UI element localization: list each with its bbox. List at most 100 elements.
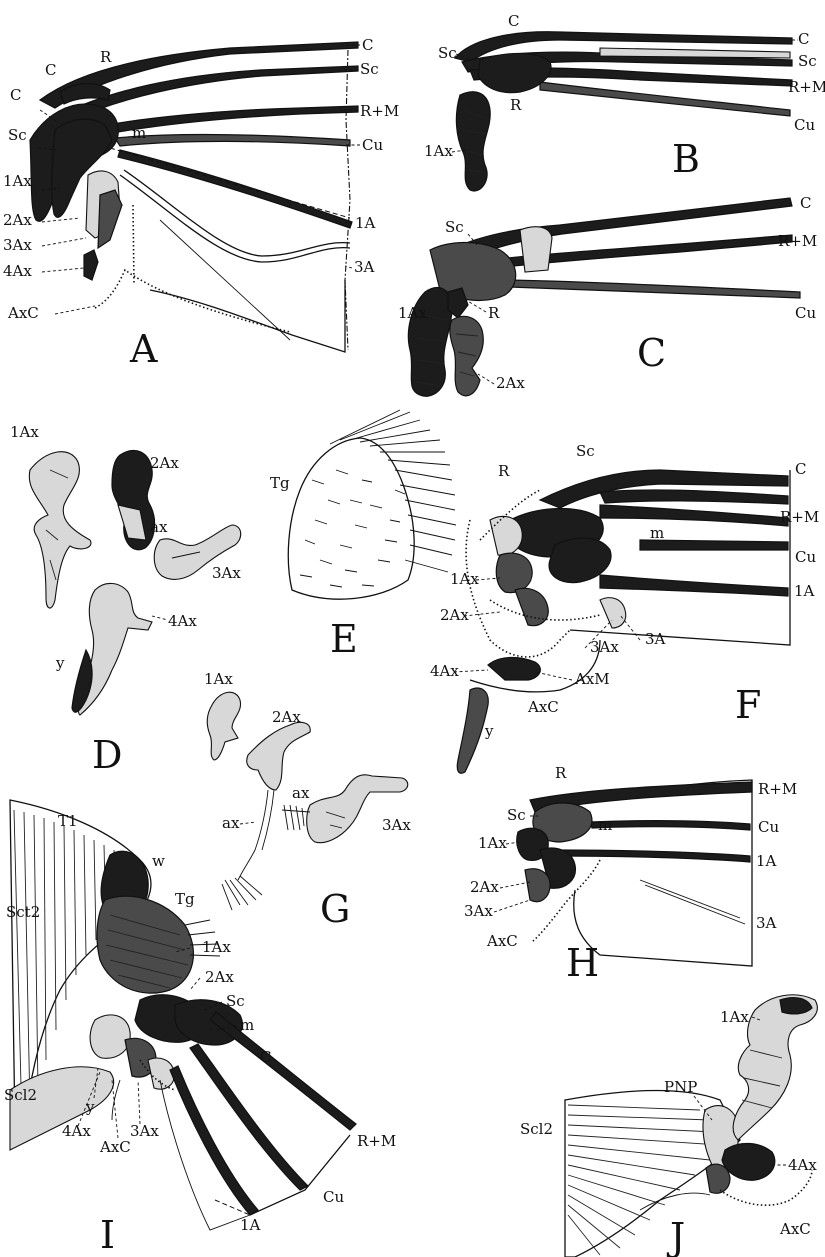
- panel-letter: A: [129, 327, 158, 371]
- label: 3Ax: [590, 638, 619, 656]
- label: C: [10, 86, 21, 104]
- label: 1Ax: [10, 423, 39, 441]
- label: 1Ax: [202, 938, 231, 956]
- panel-letter: G: [320, 887, 350, 931]
- label: 4Ax: [788, 1156, 817, 1174]
- label: 4Ax: [62, 1122, 91, 1140]
- label: C: [795, 460, 806, 478]
- label: y: [484, 722, 494, 740]
- label: Sc: [798, 52, 817, 70]
- label: Sc: [576, 442, 595, 460]
- label: 2Ax: [440, 606, 469, 624]
- label: 2Ax: [3, 211, 32, 229]
- label: R: [100, 48, 112, 66]
- label: 2Ax: [496, 374, 525, 392]
- panel-c-drawing: [408, 198, 800, 396]
- panel-g: 1Ax 2Ax ax ax 3Ax G: [204, 670, 411, 931]
- label: 3A: [756, 914, 777, 932]
- label: 3Ax: [382, 816, 411, 834]
- label: AxC: [7, 304, 39, 322]
- label: C: [45, 61, 56, 79]
- label: 3A: [645, 630, 666, 648]
- label: 1A: [794, 582, 815, 600]
- panel-a: C Sc R+M Cu 1A 3A R C C Sc m 1Ax 2Ax 3Ax…: [3, 36, 399, 371]
- label: Sc: [438, 44, 457, 62]
- label: 3Ax: [3, 236, 32, 254]
- panel-i-drawing: [10, 800, 356, 1230]
- label: Scl2: [4, 1086, 37, 1104]
- label: m: [132, 124, 146, 142]
- label: 2Ax: [205, 968, 234, 986]
- label: PNP: [664, 1078, 697, 1096]
- label: R: [488, 304, 500, 322]
- label: Sct2: [6, 903, 40, 921]
- label: 3Ax: [130, 1122, 159, 1140]
- panel-letter: B: [672, 137, 700, 181]
- label: R: [555, 764, 567, 782]
- label: Cu: [758, 818, 779, 836]
- label: w: [152, 852, 165, 870]
- label: AxC: [779, 1220, 811, 1238]
- label: 3Ax: [464, 902, 493, 920]
- label: Tg: [270, 474, 290, 492]
- panel-e: Tg E: [270, 410, 456, 661]
- panel-j-drawing: [565, 995, 817, 1257]
- panel-letter: F: [735, 683, 761, 727]
- panel-e-labels: Tg E: [270, 474, 358, 661]
- label: 3A: [354, 258, 375, 276]
- label: Scl2: [520, 1120, 553, 1138]
- label: AxM: [574, 670, 610, 688]
- label: Cu: [362, 136, 383, 154]
- label: R+M: [780, 508, 819, 526]
- label: C: [260, 1048, 271, 1066]
- label: Sc: [226, 992, 245, 1010]
- panel-b-drawing: [455, 32, 792, 191]
- panel-i: T1 w Sct2 Tg 1Ax 2Ax Sc m C Scl2 y 4Ax A…: [4, 800, 396, 1257]
- label: C: [800, 194, 811, 212]
- label: R+M: [758, 780, 797, 798]
- label: y: [55, 654, 65, 672]
- label: 1Ax: [424, 142, 453, 160]
- panel-c: C R+M Cu Sc 1Ax R 2Ax C: [398, 194, 817, 396]
- label: 1Ax: [3, 172, 32, 190]
- label: 1A: [756, 852, 777, 870]
- label: 2Ax: [272, 708, 301, 726]
- label: Sc: [445, 218, 464, 236]
- label: AxC: [99, 1138, 131, 1156]
- label: 2Ax: [150, 454, 179, 472]
- label: C: [362, 36, 373, 54]
- label: 1Ax: [204, 670, 233, 688]
- label: Cu: [323, 1188, 344, 1206]
- label: Tg: [175, 890, 195, 908]
- label: 4Ax: [168, 612, 197, 630]
- panel-f: Sc C R R+M m Cu 1A 1Ax 2Ax 3Ax 3A 4Ax Ax…: [430, 442, 819, 773]
- label: 1A: [355, 214, 376, 232]
- label: m: [650, 524, 664, 542]
- panel-letter: H: [566, 941, 599, 985]
- panel-a-drawing: [30, 42, 358, 352]
- label: T1: [58, 812, 78, 830]
- label: R+M: [788, 78, 825, 96]
- label: 1Ax: [720, 1008, 749, 1026]
- label: R+M: [360, 102, 399, 120]
- label: Cu: [795, 304, 816, 322]
- label: ax: [292, 784, 310, 802]
- label: AxC: [527, 698, 559, 716]
- panel-j: 1Ax PNP Scl2 4Ax AxC J: [520, 995, 817, 1257]
- label: 1Ax: [398, 304, 427, 322]
- label: Cu: [794, 116, 815, 134]
- label: 1Ax: [450, 570, 479, 588]
- panel-letter: D: [92, 733, 122, 777]
- label: 1Ax: [478, 834, 507, 852]
- label: 2Ax: [470, 878, 499, 896]
- label: Sc: [8, 126, 27, 144]
- label: 3Ax: [212, 564, 241, 582]
- label: R: [510, 96, 522, 114]
- panel-letter: J: [666, 1215, 685, 1257]
- label: 4Ax: [3, 262, 32, 280]
- label: Sc: [360, 60, 379, 78]
- label: ax: [222, 814, 240, 832]
- label: y: [85, 1098, 95, 1116]
- panel-h-drawing: [517, 780, 752, 966]
